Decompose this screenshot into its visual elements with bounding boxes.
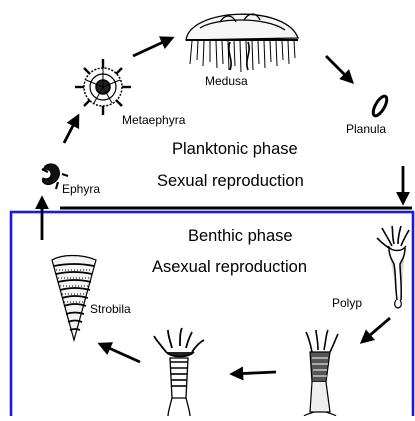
benthic-phase-title: Benthic phase <box>188 227 293 246</box>
planula-illustration <box>371 94 390 118</box>
arrow-medusa-to-planula <box>326 56 352 82</box>
label-strobila: Strobila <box>90 302 131 316</box>
benthic-reproduction-label: Asexual reproduction <box>152 258 307 277</box>
arrow-early-strobila-to-strobila <box>100 344 140 362</box>
label-medusa: Medusa <box>205 74 248 88</box>
label-ephyra: Ephyra <box>62 182 100 196</box>
planktonic-reproduction-label: Sexual reproduction <box>157 172 304 191</box>
label-planula: Planula <box>346 122 386 136</box>
arrow-ephyra-to-metaephyra <box>64 116 78 143</box>
planktonic-phase-title: Planktonic phase <box>172 140 298 159</box>
strobila-illustration <box>52 256 96 341</box>
arrow-polyp-to-late-polyp <box>362 318 390 342</box>
metaephyra-illustration <box>75 59 131 115</box>
polyp-illustration <box>377 226 409 308</box>
medusa-illustration <box>186 14 298 72</box>
label-polyp: Polyp <box>332 296 362 310</box>
arrow-metaephyra-to-medusa <box>133 38 172 56</box>
arrow-late-polyp-to-early-strobila <box>232 372 276 374</box>
label-metaephyra: Metaephyra <box>122 113 185 127</box>
late-polyp-illustration <box>304 330 338 416</box>
early-strobila-illustration <box>154 328 204 416</box>
